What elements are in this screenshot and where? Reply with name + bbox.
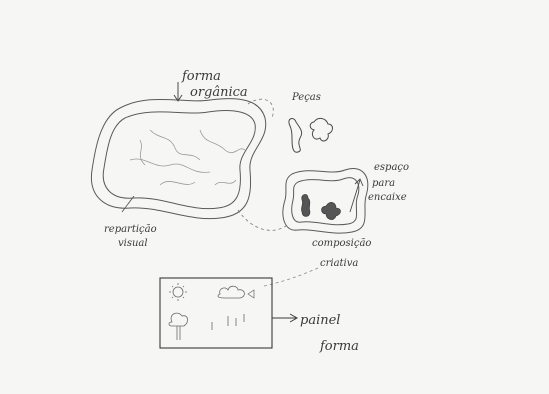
fitted-pieces [301,194,340,219]
label-espaco-line2: para [372,178,395,189]
sun-icon [169,283,187,301]
tree-icon [169,313,188,340]
small-form-inner [292,178,359,225]
organic-form-inner [103,111,255,209]
label-pecas: Peças [291,92,321,103]
label-composicao-line2: criativa [320,258,358,269]
cloud-icon [218,286,245,298]
label-reparticao-line1: repartição [104,224,157,235]
arrow-forma-organica [174,82,182,101]
pieces-shapes [289,118,333,152]
small-triangle [248,290,254,298]
label-forma-line1: forma [181,69,221,84]
label-reparticao-line2: visual [118,238,148,249]
grass-marks [212,314,244,330]
arrow-painel [272,314,297,322]
label-painel-line2: forma [319,339,359,354]
label-forma-line2: orgânica [190,85,248,100]
label-painel-line1: painel [300,313,340,328]
organic-form-outer [91,99,265,219]
visual-partition-lines [130,130,245,185]
label-composicao-line1: composição [312,238,371,249]
dashed-connector-right [248,99,273,118]
label-espaco-line3: encaixe [368,192,407,203]
label-espaco-line1: espaço [374,162,409,173]
dashed-connector-bottom [238,210,286,230]
